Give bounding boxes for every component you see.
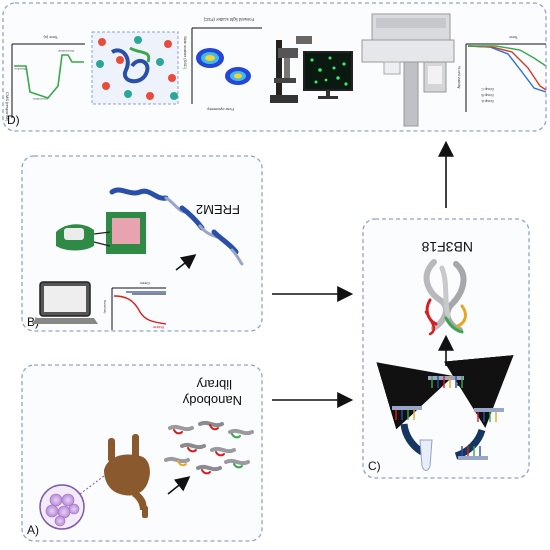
nanobody-library-proteins [164,420,254,475]
spr-sensorgram: Time (s) CMS (response) Baseline Associa… [5,35,85,122]
gel-electrophoresis-unit [56,212,146,254]
llama-silhouette [104,434,150,518]
nanobody-library-line-2: library [196,377,232,392]
kinetic-plot: Group A Group B Group C Time % cell viab… [457,35,547,112]
arrow-a-inner [167,476,191,495]
plate-reader-instrument [361,13,455,127]
arrow-b-inner [175,254,197,271]
panel-d-label: D) [7,113,20,127]
b-cell-cluster [39,475,105,530]
nb3f18-title: NB3F18 [421,239,473,255]
panel-c: C) NB3F18 [362,218,530,479]
kinetic-legend-a: Group A [481,99,494,103]
spr-phase-3: Dissociation [57,49,74,53]
panel-c-label: C) [368,459,381,473]
flow-cytometry-plot: Forward light scatter (FSC) Side scatter… [183,17,262,112]
nb3f18-structure [423,259,467,336]
flow-extra-label: Flow cytometry [207,107,234,112]
spr-ylabel: CMS (response) [5,92,10,122]
binding-label-top: Green [140,281,150,285]
laptop [32,281,98,324]
spr-xlabel: Time (s) [43,35,58,40]
nanobody-library-title: Nanobody library [179,377,242,408]
panel-a-label: A) [27,523,39,537]
panel-a: A) Nanobody library [21,364,263,542]
protein-structure-box [91,31,179,105]
flow-ylabel: Side scatter (SSC) [183,36,188,70]
panning-cycle [376,354,514,471]
nanobody-library-line-1: Nanobody [182,393,242,408]
kinetic-legend-c: Group C [481,87,494,91]
frem2-protein [109,187,244,266]
kinetic-legend-b: Group B [481,93,494,97]
binding-label-right: Rubrier [152,325,164,329]
binding-label-left: Nanobody [103,300,107,314]
kinetic-ylabel: % cell viability [457,66,461,89]
spr-phase-1: Baseline [14,67,26,71]
panel-b: B) FREM2 [21,155,263,332]
panel-d: D) Time (s) CMS (response) Baseline Asso… [2,2,547,132]
spr-phase-2: Association [32,97,48,101]
kinetic-xlabel: Time [508,35,518,40]
binding-curve-plot: Green Rubrier Nanobody [103,281,167,330]
frem2-label: FREM2 [196,202,240,217]
flow-xlabel: Forward light scatter (FSC) [203,17,254,22]
microscope [270,36,353,103]
